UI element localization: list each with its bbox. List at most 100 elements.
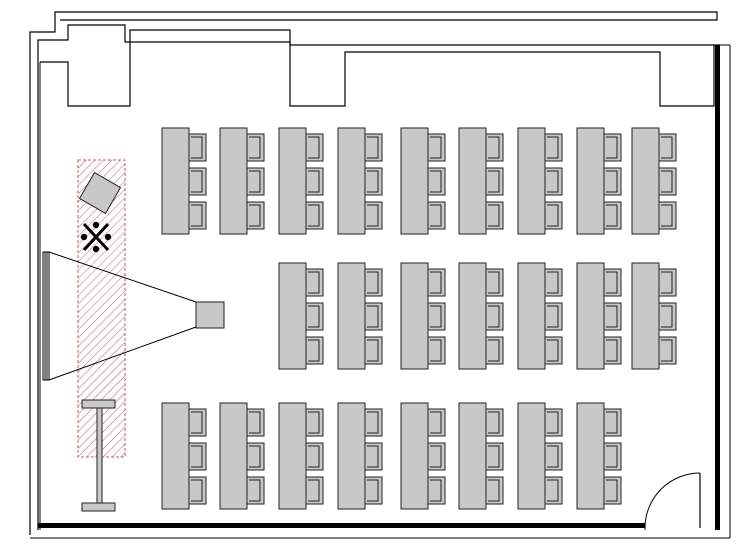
chair-back <box>308 271 320 294</box>
chair-back <box>249 170 261 193</box>
chair-back <box>547 204 559 227</box>
chair-back <box>488 136 500 159</box>
chair <box>305 133 324 162</box>
table <box>219 402 248 510</box>
chair <box>305 268 324 297</box>
chair <box>658 133 677 162</box>
chair-back <box>547 136 559 159</box>
chair <box>246 476 265 505</box>
chair <box>658 336 677 365</box>
chair <box>427 133 446 162</box>
chair-back <box>488 305 500 328</box>
seating-area <box>161 127 677 510</box>
chair <box>544 336 563 365</box>
chair <box>544 408 563 437</box>
chair <box>485 201 504 230</box>
chair-back <box>606 339 618 362</box>
chair-back <box>430 204 442 227</box>
table <box>278 262 307 370</box>
table-unit <box>517 127 563 235</box>
chair <box>544 133 563 162</box>
table-unit <box>337 262 383 370</box>
chair <box>603 442 622 471</box>
chair-back <box>367 271 379 294</box>
table-unit <box>219 127 265 235</box>
door-swing-arc <box>644 472 701 529</box>
chair <box>544 268 563 297</box>
table <box>219 127 248 235</box>
chair <box>246 167 265 196</box>
outer-wall-top <box>29 11 718 535</box>
table <box>576 262 605 370</box>
chair-back <box>661 339 673 362</box>
table <box>400 262 429 370</box>
chair <box>485 476 504 505</box>
chair-back <box>191 411 203 434</box>
table-unit <box>458 262 504 370</box>
chair <box>364 302 383 331</box>
chair-back <box>547 170 559 193</box>
chair-back <box>367 136 379 159</box>
chair <box>305 476 324 505</box>
chair-back <box>430 479 442 502</box>
chair <box>603 133 622 162</box>
chair <box>246 442 265 471</box>
chair <box>364 201 383 230</box>
chair-back <box>308 305 320 328</box>
table-unit <box>576 402 622 510</box>
chair <box>305 408 324 437</box>
table-unit <box>337 402 383 510</box>
chair <box>658 167 677 196</box>
table <box>337 402 366 510</box>
table-unit <box>517 262 563 370</box>
chair <box>427 476 446 505</box>
chair-back <box>367 170 379 193</box>
table-unit <box>400 262 446 370</box>
table-unit <box>219 402 265 510</box>
chair-back <box>367 411 379 434</box>
projection-screen <box>42 251 50 381</box>
chair-back <box>606 136 618 159</box>
south-wall-thick <box>38 523 645 528</box>
chair <box>427 442 446 471</box>
chair-back <box>488 170 500 193</box>
chair-back <box>661 136 673 159</box>
chair-back <box>249 479 261 502</box>
table-unit <box>337 127 383 235</box>
table <box>278 402 307 510</box>
table <box>517 127 546 235</box>
chair <box>485 336 504 365</box>
table-unit <box>458 127 504 235</box>
chair <box>427 408 446 437</box>
chair-back <box>308 204 320 227</box>
chair <box>485 133 504 162</box>
chair-back <box>191 204 203 227</box>
floor-outlet-icon <box>80 221 112 253</box>
chair-back <box>430 271 442 294</box>
table <box>458 402 487 510</box>
chair <box>305 167 324 196</box>
chair-back <box>191 170 203 193</box>
chair-back <box>488 271 500 294</box>
chair <box>305 201 324 230</box>
chair <box>305 442 324 471</box>
table-unit <box>278 262 324 370</box>
chair <box>246 133 265 162</box>
chair <box>603 336 622 365</box>
chair-back <box>191 479 203 502</box>
chair <box>485 167 504 196</box>
table <box>458 127 487 235</box>
chair <box>544 167 563 196</box>
chair <box>246 408 265 437</box>
chair-back <box>308 339 320 362</box>
chair-back <box>249 445 261 468</box>
chair-back <box>547 411 559 434</box>
table <box>517 402 546 510</box>
chair-back <box>367 445 379 468</box>
table-unit <box>400 402 446 510</box>
table <box>517 262 546 370</box>
chair-back <box>661 305 673 328</box>
chair <box>658 302 677 331</box>
chair <box>246 201 265 230</box>
